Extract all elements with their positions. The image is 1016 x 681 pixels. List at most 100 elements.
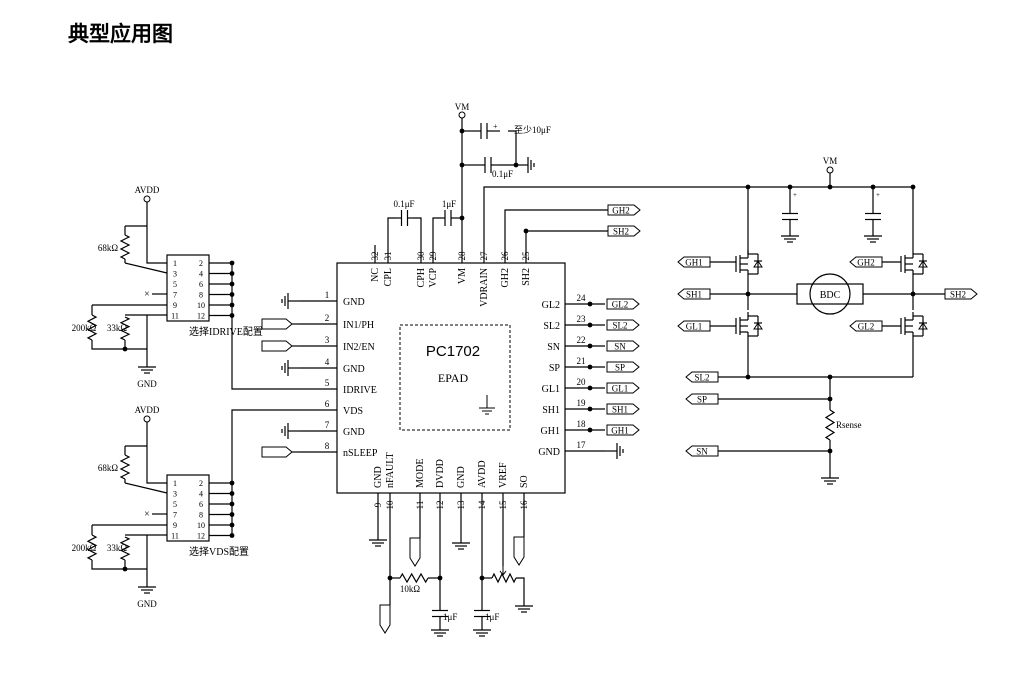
pin-label: GL2 <box>542 300 560 311</box>
net-tag: SH2 <box>607 225 641 237</box>
pin-label: CPH <box>416 268 427 287</box>
terminal-icon <box>458 111 466 119</box>
chip-pad-label: EPAD <box>438 371 469 385</box>
pin-number: 2 <box>325 313 330 323</box>
junction-dot <box>587 364 593 370</box>
avdd-label: AVDD <box>135 405 160 415</box>
wire <box>146 446 167 484</box>
pin-label: MODE <box>415 459 426 488</box>
switch-pin-number: 10 <box>197 301 205 310</box>
switch-pin-number: 3 <box>173 490 177 499</box>
mosfet-icon <box>735 312 763 340</box>
wire <box>91 560 147 570</box>
ground-icon <box>605 443 624 459</box>
pin-label: DVDD <box>435 459 446 488</box>
resistor-value: 10kΩ <box>400 584 421 594</box>
net-tag: SL2 <box>685 371 719 383</box>
ground-icon <box>515 598 533 613</box>
resistor-icon <box>119 234 131 260</box>
pin-number: 11 <box>415 501 425 510</box>
ground-icon <box>781 228 799 243</box>
resistor-value: 200kΩ <box>72 543 97 553</box>
net-tag-label: SH1 <box>686 290 702 300</box>
resistor-icon <box>491 572 517 584</box>
ground-icon <box>138 579 156 594</box>
resistor-value: 68kΩ <box>98 463 119 473</box>
pin-number: 3 <box>325 335 330 345</box>
switch-pin-number: 4 <box>199 270 203 279</box>
wire <box>91 340 147 350</box>
net-tag: GH2 <box>607 204 641 216</box>
junction-dot <box>587 385 593 391</box>
wire <box>124 482 168 494</box>
junction-dot <box>745 184 751 190</box>
junction-dot <box>827 184 833 190</box>
resistor-value: 33kΩ <box>107 543 128 553</box>
pin-number: 1 <box>325 290 330 300</box>
signal-port-icon <box>513 536 525 566</box>
net-tag: SH1 <box>606 403 640 415</box>
resistor-value: 200kΩ <box>72 323 97 333</box>
switch-pin-number: 11 <box>171 312 179 321</box>
ground-icon <box>281 423 300 439</box>
wire <box>146 226 167 264</box>
wire <box>124 262 168 274</box>
pin-number: 22 <box>577 335 586 345</box>
ground-icon <box>281 293 300 309</box>
net-tag: SH2 <box>944 288 978 300</box>
net-tag-label: SH2 <box>950 290 966 300</box>
pin-number: 19 <box>577 398 587 408</box>
junction-dot <box>587 427 593 433</box>
wire <box>432 217 442 245</box>
pin-label: SP <box>549 363 561 374</box>
net-tag-label: GH2 <box>857 258 875 268</box>
pin-label: CPL <box>383 268 394 286</box>
net-tag-label: GH2 <box>612 206 630 216</box>
pin-number: 20 <box>577 377 587 387</box>
mosfet-icon <box>900 250 928 278</box>
switch-pin-number: 7 <box>173 511 177 520</box>
wire <box>504 209 608 245</box>
pin-label: GND <box>373 466 384 488</box>
pin-number: 21 <box>577 356 586 366</box>
junction-dot <box>827 396 833 402</box>
motor-housing <box>796 283 864 305</box>
polarity-mark: + <box>793 191 797 199</box>
chip-pins: 1GND2IN1/PH3IN2/EN4GND5IDRIVE6VDS7GND8nS… <box>300 245 605 515</box>
pin-number: 17 <box>577 440 587 450</box>
resistor-value: 68kΩ <box>98 243 119 253</box>
switch-pin-number: 5 <box>173 500 177 509</box>
polarity-mark: + <box>876 191 880 199</box>
motor-label: BDC <box>820 290 841 301</box>
net-tag-label: GL2 <box>858 322 875 332</box>
terminal-icon <box>826 166 834 174</box>
pin-label: GL1 <box>542 384 560 395</box>
chip-epad <box>399 324 511 431</box>
ground-icon <box>821 470 839 485</box>
pin-label: SO <box>519 475 530 488</box>
pin-label: VCP <box>428 268 439 288</box>
pin-label: IDRIVE <box>343 385 377 396</box>
net-tag: SP <box>685 393 719 405</box>
avdd-label: AVDD <box>135 185 160 195</box>
switch-pin-number: 7 <box>173 291 177 300</box>
junction-dot <box>122 566 128 572</box>
pin-label: IN2/EN <box>343 342 375 353</box>
pin-label: nSLEEP <box>343 448 378 459</box>
switch-pin-number: 12 <box>197 312 205 321</box>
pin-label: GH1 <box>541 426 560 437</box>
resistor-icon <box>399 572 429 584</box>
net-tag: SP <box>606 361 640 373</box>
pin-label: GND <box>343 427 365 438</box>
switch-pin-number: 6 <box>199 280 203 289</box>
net-tag-label: GL1 <box>612 384 629 394</box>
switch-pin-number: 10 <box>197 521 205 530</box>
ground-icon <box>138 359 156 374</box>
wire <box>525 230 608 245</box>
net-tag-label: SL2 <box>612 321 627 331</box>
junction-dot <box>910 184 916 190</box>
pin-label: SL2 <box>543 321 560 332</box>
pin-number: 31 <box>383 252 393 261</box>
